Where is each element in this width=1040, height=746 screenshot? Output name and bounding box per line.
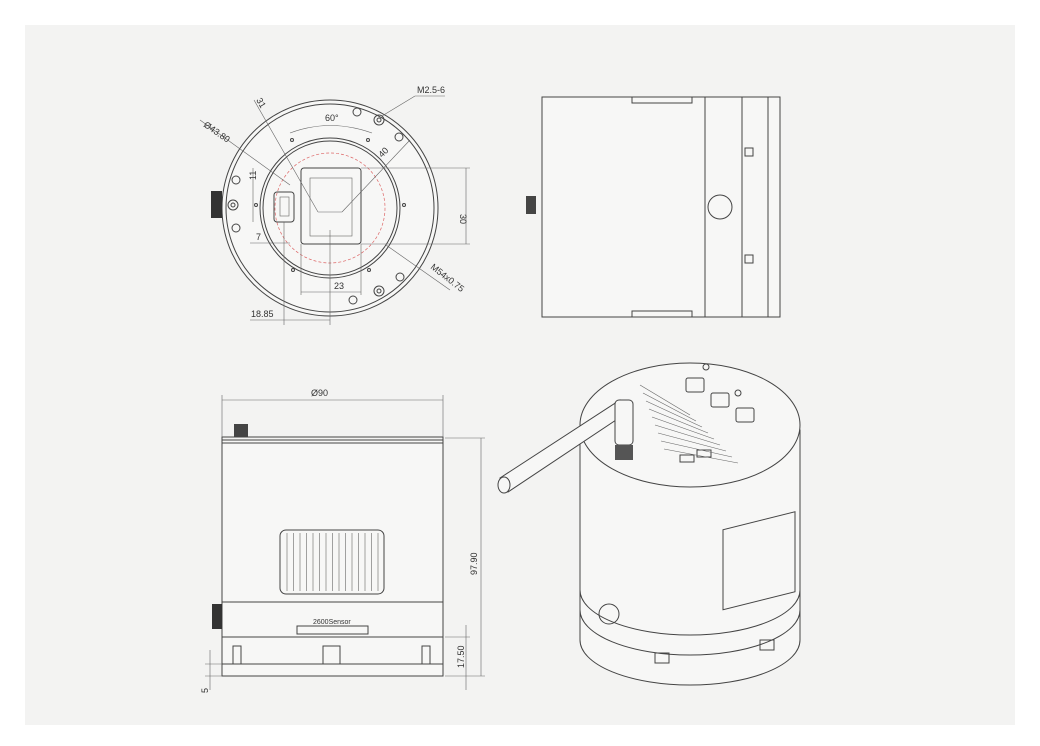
knob-icon [211, 191, 222, 218]
dim-17-50: 17.50 [456, 645, 466, 668]
dim-height-97-90: 97.90 [469, 552, 479, 575]
dim-11: 11 [248, 171, 258, 180]
dim-7: 7 [256, 232, 261, 242]
dim-pcd: Ø43.80 [202, 119, 232, 144]
dim-23: 23 [334, 281, 344, 291]
isometric-view [497, 362, 801, 686]
sensor-label: 2600Sensor [313, 619, 351, 626]
dim-5: 5 [200, 688, 210, 693]
dim-angle-60: 60° [325, 113, 339, 123]
dim-31: 31 [254, 96, 268, 110]
dim-30: 30 [458, 214, 468, 224]
front-elevation-view: Ø90 97.90 17.50 5 2600Sensor [200, 388, 485, 693]
dim-18-85: 18.85 [251, 309, 274, 319]
dim-m54: M54x0.75 [429, 262, 466, 294]
dim-diameter-90: Ø90 [311, 388, 328, 398]
dim-m2-5: M2.5-6 [417, 85, 445, 95]
drawing-sheet [25, 25, 1015, 725]
side-view [526, 96, 781, 318]
front-face-view: Ø43.80 31 60° M2.5-6 40 11 30 7 23 18.85… [199, 85, 470, 325]
